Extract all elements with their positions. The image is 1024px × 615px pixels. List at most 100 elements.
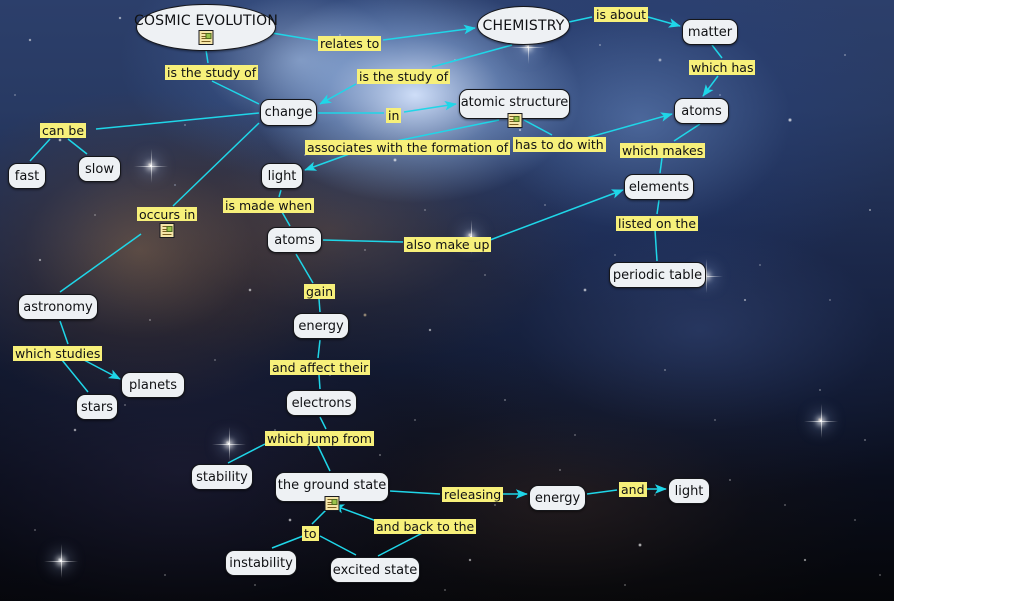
- node-energy-lower[interactable]: energy: [529, 485, 586, 511]
- link-label-gain[interactable]: gain: [304, 284, 335, 300]
- link-label-in[interactable]: in: [386, 108, 402, 124]
- link-label-text: can be: [42, 123, 85, 138]
- node-label: stars: [81, 399, 113, 415]
- bright-star: [134, 149, 168, 183]
- node-cosmic-evolution[interactable]: COSMIC EVOLUTION: [133, 4, 279, 51]
- node-atoms-upper[interactable]: atoms: [674, 98, 729, 124]
- link-label-is-the-study-of-chemistry[interactable]: is the study of: [357, 69, 451, 85]
- link-label-can-be[interactable]: can be: [40, 123, 87, 139]
- link-label-which-makes[interactable]: which makes: [620, 143, 706, 159]
- link-label-and[interactable]: and: [619, 482, 647, 498]
- edge-elements-listedonthe: [656, 199, 660, 215]
- link-label-occurs-in[interactable]: occurs in: [137, 207, 198, 238]
- concept-map-edges: [29, 16, 723, 557]
- bright-star: [44, 544, 78, 578]
- node-electrons[interactable]: electrons: [286, 390, 357, 416]
- note-icon[interactable]: [159, 223, 175, 238]
- edge-cosmic-isstudyof1: [205, 49, 209, 64]
- node-light-lower[interactable]: light: [668, 478, 710, 504]
- node-label: slow: [85, 161, 114, 177]
- note-icon[interactable]: [507, 113, 522, 128]
- link-label-associates-with-the-formation-of[interactable]: associates with the formation of: [305, 140, 511, 156]
- node-label: atoms: [681, 103, 722, 119]
- node-planets[interactable]: planets: [121, 372, 185, 398]
- link-label-to[interactable]: to: [302, 526, 319, 542]
- edge-energy-andaffecttheir: [317, 339, 321, 359]
- link-label-text: is the study of: [359, 69, 449, 84]
- link-label-text: releasing: [444, 487, 502, 502]
- link-label-which-has[interactable]: which has: [689, 60, 756, 76]
- node-label: matter: [687, 24, 733, 40]
- edge-gain-energy: [318, 298, 321, 313]
- link-label-has-to-do-with[interactable]: has to do with: [513, 137, 606, 153]
- edge-atoms2-alsomakeup: [322, 239, 404, 243]
- link-label-text: is about: [596, 7, 647, 22]
- link-label-is-about[interactable]: is about: [594, 7, 649, 23]
- link-label-listed-on-the[interactable]: listed on the: [616, 216, 699, 232]
- link-label-text: to: [304, 526, 317, 541]
- node-stars[interactable]: stars: [76, 394, 118, 420]
- link-label-text: listed on the: [618, 216, 697, 231]
- link-label-relates-to[interactable]: relates to: [318, 36, 382, 52]
- link-label-and-back-to-the[interactable]: and back to the: [374, 519, 477, 535]
- link-label-text: has to do with: [515, 137, 604, 152]
- node-the-ground-state[interactable]: the ground state: [275, 472, 389, 511]
- node-label: change: [264, 105, 313, 120]
- link-label-which-studies[interactable]: which studies: [13, 346, 103, 362]
- node-excited-state[interactable]: excited state: [330, 557, 420, 583]
- note-icon[interactable]: [324, 496, 340, 511]
- node-fast[interactable]: fast: [8, 163, 46, 189]
- node-chemistry[interactable]: CHEMISTRY: [477, 6, 570, 45]
- node-slow[interactable]: slow: [78, 156, 121, 182]
- node-label: COSMIC EVOLUTION: [133, 13, 279, 29]
- edge-ismadewhen-atoms2: [281, 211, 291, 227]
- edge-to-instability: [271, 535, 304, 549]
- bright-star: [804, 404, 838, 438]
- node-label: energy: [534, 490, 581, 506]
- node-label: astronomy: [23, 299, 93, 315]
- edge-energy-and: [586, 489, 618, 495]
- node-atomic-structure[interactable]: atomic structure: [459, 89, 570, 128]
- node-matter[interactable]: matter: [682, 19, 738, 45]
- link-label-text: and: [621, 482, 645, 497]
- node-astronomy[interactable]: astronomy: [18, 294, 98, 320]
- edge-occursin-astronomy: [59, 233, 142, 293]
- link-label-text: which has: [691, 60, 754, 75]
- link-label-and-affect-their[interactable]: and affect their: [270, 360, 371, 376]
- node-label: planets: [129, 377, 177, 393]
- edge-whichstudies-stars: [61, 359, 89, 393]
- link-label-also-make-up[interactable]: also make up: [404, 237, 492, 253]
- link-label-text: and back to the: [376, 519, 475, 534]
- edge-change-occursin: [172, 122, 260, 207]
- node-periodic-table[interactable]: periodic table: [609, 262, 706, 288]
- node-label: periodic table: [612, 267, 703, 283]
- edge-groundstate-releasing: [389, 490, 441, 495]
- link-label-text: is the study of: [167, 65, 257, 80]
- link-label-which-jump-from[interactable]: which jump from: [265, 431, 374, 447]
- node-change[interactable]: change: [260, 99, 317, 126]
- node-elements[interactable]: elements: [624, 174, 694, 200]
- bright-star: [212, 427, 246, 461]
- link-label-text: which studies: [15, 346, 101, 361]
- edge-listedonthe-periodictable: [654, 229, 658, 262]
- link-label-text: is made when: [225, 198, 313, 213]
- link-label-releasing[interactable]: releasing: [442, 487, 504, 503]
- node-energy-upper[interactable]: energy: [293, 313, 349, 339]
- bright-star: [689, 259, 723, 293]
- node-atoms-lower[interactable]: atoms: [267, 227, 322, 253]
- node-label: energy: [298, 318, 344, 334]
- link-label-is-made-when[interactable]: is made when: [223, 198, 315, 214]
- link-label-is-the-study-of-cosmic[interactable]: is the study of: [165, 65, 259, 81]
- link-label-text: also make up: [406, 237, 490, 252]
- node-stability[interactable]: stability: [191, 464, 253, 490]
- edge-chemistry-isstudyof2: [431, 44, 513, 68]
- node-light-upper[interactable]: light: [261, 163, 303, 189]
- edge-atoms2-gain: [295, 253, 314, 284]
- edge-cosmic-relatesto: [271, 32, 321, 42]
- link-label-text: associates with the formation of: [307, 140, 509, 155]
- edge-relatesto-chemistry: [382, 24, 476, 41]
- node-instability[interactable]: instability: [225, 550, 297, 576]
- edge-light-ismadewhen: [278, 189, 282, 198]
- note-icon[interactable]: [198, 30, 214, 45]
